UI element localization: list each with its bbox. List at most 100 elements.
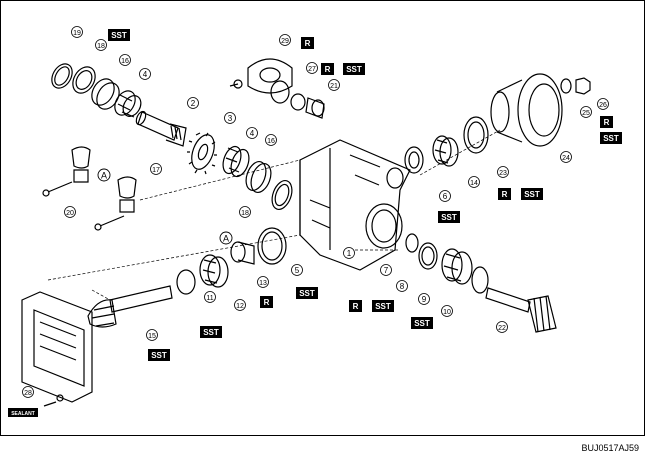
callout-layer: 1234456789101112131415161617181819202122… (22, 26, 609, 398)
part-10-snap-ring (471, 266, 489, 294)
tag-text: R (264, 298, 270, 307)
part-15-drive-pinion (87, 285, 173, 328)
tag-sst: SST (521, 188, 543, 200)
part-5-race (257, 227, 287, 265)
part-11-shim (176, 269, 196, 295)
part-4-bearing-upper (114, 90, 142, 118)
callout-number: 15 (148, 333, 156, 340)
part-9-bearing (441, 248, 473, 285)
callout-number: 19 (73, 30, 81, 37)
tag-text: SST (111, 31, 127, 40)
callout-19: 19 (71, 26, 83, 38)
callout-number: 16 (121, 58, 129, 65)
tag-text: R (353, 302, 359, 311)
callout-number: 10 (443, 309, 451, 316)
part-22-pinion-shaft (485, 287, 557, 333)
part-12-bearing (199, 254, 229, 288)
callout-15: 15 (146, 329, 158, 341)
callout-12: 12 (234, 299, 246, 311)
callout-number: 26 (599, 102, 607, 109)
tag-text: R (604, 118, 610, 127)
tag-sst: SST (148, 349, 170, 361)
callout-number: 1 (347, 249, 352, 258)
callout-number: 14 (470, 180, 478, 187)
callout-6: 6 (439, 190, 451, 202)
tag-text: A (101, 171, 107, 181)
tag-text: R (325, 65, 331, 74)
callout-2: 2 (187, 97, 199, 109)
part-14-bearing (432, 135, 459, 167)
callout-17: 17 (150, 163, 162, 175)
tag-sst: SST (200, 326, 222, 338)
callout-number: 18 (97, 43, 105, 50)
callout-21: 21 (328, 79, 340, 91)
tag-r: R (498, 188, 511, 200)
callout-20: 20 (64, 206, 76, 218)
tag-text: R (502, 190, 508, 199)
part-drawings (21, 58, 591, 407)
callout-number: 12 (236, 303, 244, 310)
callout-28: 28 (22, 386, 34, 398)
callout-16: 16 (119, 54, 131, 66)
part-29-cover (229, 58, 293, 94)
tag-text: SEALANT (11, 411, 35, 417)
tag-sst: SST (411, 317, 433, 329)
tag-r: R (349, 300, 362, 312)
callout-number: 11 (206, 295, 213, 302)
callout-number: 21 (330, 83, 338, 90)
tag-r: R (600, 116, 613, 128)
callout-18: 18 (239, 206, 251, 218)
part-27-21-bushing (290, 93, 325, 119)
part-2-shaft (135, 110, 187, 147)
callout-number: 24 (562, 155, 570, 162)
callout-number: 22 (498, 325, 506, 332)
part-6-oil-seal (404, 146, 424, 174)
part-18-washer-mid (271, 179, 293, 211)
callout-16: 16 (265, 134, 277, 146)
tag-text: SST (524, 190, 540, 199)
callout-25: 25 (580, 106, 592, 118)
callout-number: 29 (281, 38, 289, 45)
part-18-washer-upper (72, 66, 96, 94)
tag-sst: SST (296, 287, 318, 299)
callout-number: 27 (308, 66, 316, 73)
tag-text: SST (414, 319, 430, 328)
tag-text: SST (375, 302, 391, 311)
part-seal-ring-upper (270, 80, 290, 104)
callout-7: 7 (380, 264, 392, 276)
part-25-26-washer-nut (560, 77, 591, 95)
callout-number: 8 (400, 282, 405, 291)
callout-number: 18 (241, 210, 249, 217)
callout-number: 7 (384, 266, 389, 275)
tag-sst: SST (600, 132, 622, 144)
callout-9: 9 (418, 293, 430, 305)
part-19-snap-ring (51, 63, 73, 89)
part-20-bracket (42, 146, 137, 231)
callout-number: 4 (250, 129, 255, 138)
assembly-guide-lines (47, 129, 501, 301)
part-7-washer (405, 233, 419, 253)
tag-sealant: SEALANT (8, 408, 38, 417)
callout-3: 3 (224, 112, 236, 124)
callout-8: 8 (396, 280, 408, 292)
tag-text: SST (603, 134, 619, 143)
tag-a: A (219, 231, 233, 245)
callout-26: 26 (597, 98, 609, 110)
callout-22: 22 (496, 321, 508, 333)
callout-number: 6 (443, 192, 448, 201)
tag-r: R (321, 63, 334, 75)
tag-sst: SST (372, 300, 394, 312)
part-28-cover-plate (21, 291, 93, 407)
figure-code: BUJ0517AJ59 (581, 443, 639, 453)
callout-number: 3 (228, 114, 233, 123)
tag-sst: SST (108, 29, 130, 41)
callout-27: 27 (306, 62, 318, 74)
callout-number: 4 (143, 70, 148, 79)
callout-4: 4 (246, 127, 258, 139)
callout-number: 16 (267, 138, 275, 145)
callout-number: 17 (152, 167, 160, 174)
tag-a: A (97, 168, 111, 182)
tag-r: R (260, 296, 273, 308)
